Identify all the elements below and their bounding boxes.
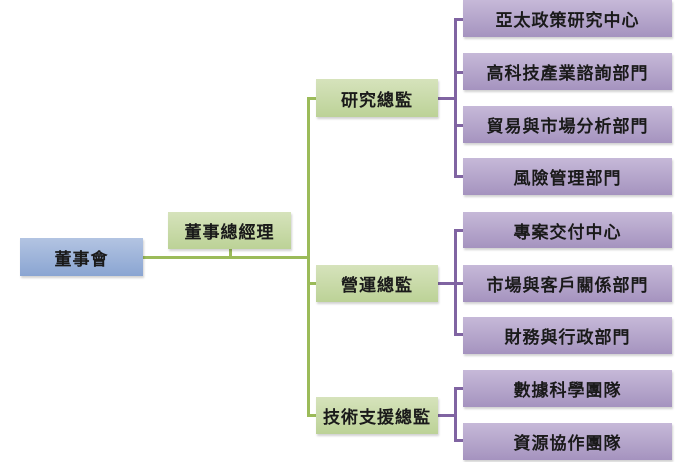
connector-d2-dept-3 bbox=[454, 333, 464, 336]
connector-d2-dept-1 bbox=[454, 229, 464, 232]
node-board: 董事會 bbox=[20, 238, 143, 276]
connector-d3-dept-1 bbox=[454, 387, 464, 390]
connector-root-to-trunk bbox=[143, 256, 310, 259]
connector-d1-dept-2 bbox=[454, 71, 464, 74]
node-director-tech-support: 技術支援總監 bbox=[316, 397, 438, 434]
connector-d2-dept-2 bbox=[454, 282, 464, 285]
connector-d3-dept-2 bbox=[454, 439, 464, 442]
connector-d3-vertical bbox=[454, 387, 457, 442]
node-managing-director: 董事總經理 bbox=[168, 212, 291, 249]
connector-d1-out bbox=[438, 97, 456, 100]
connector-d2-out bbox=[438, 282, 456, 285]
node-dept-asia-pacific-policy: 亞太政策研究中心 bbox=[463, 0, 672, 37]
connector-trunk-vertical bbox=[307, 97, 310, 417]
node-dept-risk-management: 風險管理部門 bbox=[463, 158, 672, 195]
connector-d3-out bbox=[438, 414, 456, 417]
connector-d1-vertical bbox=[454, 18, 457, 178]
node-director-research: 研究總監 bbox=[316, 79, 438, 117]
connector-director-3 bbox=[307, 414, 317, 417]
node-dept-hightech-consulting: 高科技產業諮詢部門 bbox=[463, 53, 672, 90]
connector-d1-dept-3 bbox=[454, 124, 464, 127]
node-dept-market-client-relations: 市場與客戶關係部門 bbox=[463, 265, 672, 302]
connector-d1-dept-4 bbox=[454, 175, 464, 178]
node-dept-resource-collaboration: 資源協作團隊 bbox=[463, 423, 672, 460]
connector-director-2 bbox=[307, 282, 317, 285]
node-director-operations: 營運總監 bbox=[316, 265, 438, 302]
node-dept-data-science: 數據科學團隊 bbox=[463, 370, 672, 407]
connector-assistant bbox=[229, 249, 232, 258]
node-dept-finance-admin: 財務與行政部門 bbox=[463, 317, 672, 354]
connector-director-1 bbox=[307, 97, 317, 100]
connector-d1-dept-1 bbox=[454, 18, 464, 21]
node-dept-project-delivery: 專案交付中心 bbox=[463, 212, 672, 248]
node-dept-trade-market-analysis: 貿易與市場分析部門 bbox=[463, 106, 672, 143]
